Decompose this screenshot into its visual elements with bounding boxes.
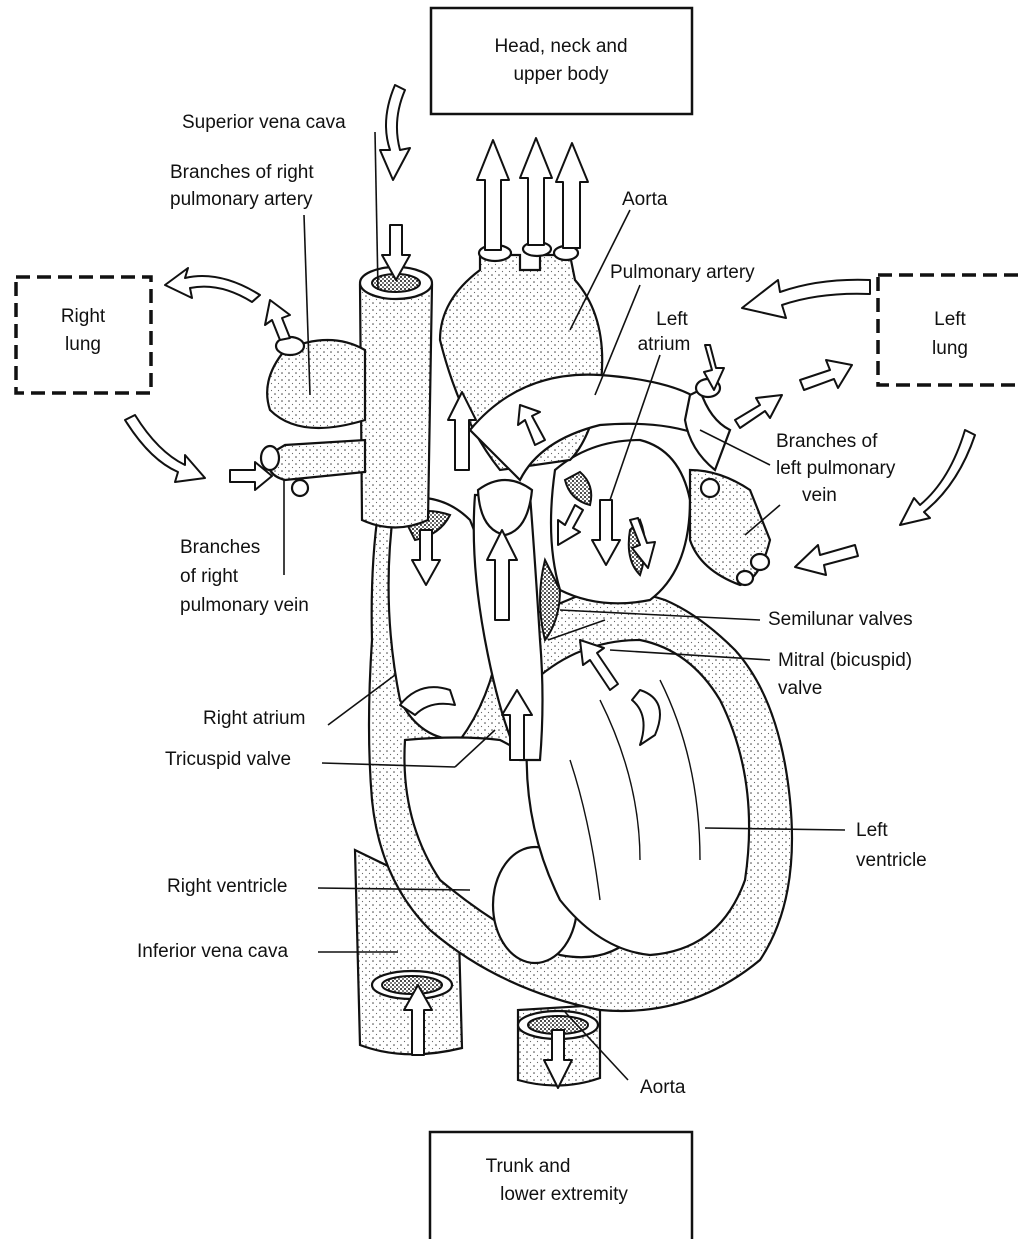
label-branches-left-pv-3: vein (802, 485, 837, 506)
label-superior-vena-cava: Superior vena cava (182, 112, 346, 133)
arrow-up-head-2 (520, 138, 552, 245)
trunk-label-line1: Trunk and (486, 1156, 571, 1177)
arrow-svc-incoming (380, 85, 410, 180)
label-inferior-vena-cava: Inferior vena cava (137, 941, 288, 962)
lpv-end-2 (751, 554, 769, 570)
arrow-from-left-lung-top (742, 280, 870, 318)
superior-vena-cava-shape (360, 285, 432, 528)
label-pulmonary-artery: Pulmonary artery (610, 262, 755, 283)
label-left-atrium-1: Left (656, 309, 688, 330)
rpv-end-2 (292, 480, 308, 496)
label-left-ventricle-2: ventricle (856, 850, 927, 871)
trunk-box: Trunk and lower extremity (430, 1132, 692, 1239)
lead-superior-vena-cava (375, 132, 378, 290)
left-lung-box: Left lung (878, 275, 1018, 385)
label-branches-right-pv-1: Branches (180, 537, 260, 558)
arrow-out-rpa (265, 300, 290, 340)
left-pulmonary-artery (685, 390, 730, 470)
label-tricuspid-valve: Tricuspid valve (165, 749, 291, 770)
rpv-end-1 (261, 446, 279, 470)
arrow-to-left-lung (800, 360, 852, 390)
label-right-ventricle: Right ventricle (167, 876, 287, 897)
lpv-end-3 (737, 571, 753, 585)
arrow-up-head-1 (477, 140, 509, 250)
arrow-out-lpa (735, 395, 782, 428)
head-label-line1: Head, neck and (494, 36, 627, 57)
arrow-from-left-lung-bottom (900, 430, 975, 525)
head-label-line2: upper body (513, 64, 609, 85)
right-pulmonary-vein-branches (268, 440, 365, 480)
left-lung-label-line1: Left (934, 309, 966, 330)
label-left-ventricle-1: Left (856, 820, 888, 841)
label-mitral-valve-1: Mitral (bicuspid) (778, 650, 912, 671)
label-branches-left-pv-2: left pulmonary (776, 458, 896, 479)
label-left-atrium-2: atrium (638, 334, 691, 355)
label-aorta-bottom: Aorta (640, 1077, 686, 1098)
left-lung-label-line2: lung (932, 338, 968, 359)
right-lung-label-line2: lung (65, 334, 101, 355)
label-branches-right-pv-3: pulmonary vein (180, 595, 309, 616)
label-branches-right-pv-2: of right (180, 566, 239, 587)
ivc-lumen (382, 976, 442, 994)
label-branches-right-pa-1: Branches of right (170, 162, 314, 183)
label-semilunar-valves: Semilunar valves (768, 609, 913, 630)
right-lung-box: Right lung (16, 277, 151, 393)
arrow-to-right-lung (165, 268, 260, 302)
label-aorta-top: Aorta (622, 189, 668, 210)
arrow-into-left-pv (795, 545, 858, 575)
right-lung-label-line1: Right (61, 306, 106, 327)
arrow-up-head-3 (556, 143, 588, 248)
label-branches-right-pa-2: pulmonary artery (170, 189, 313, 210)
lpv-end-1 (701, 479, 719, 497)
trunk-label-line2: lower extremity (500, 1184, 628, 1205)
label-mitral-valve-2: valve (778, 678, 822, 699)
head-neck-box: Head, neck and upper body (431, 8, 692, 114)
arrow-from-right-lung (125, 415, 205, 482)
label-right-atrium: Right atrium (203, 708, 305, 729)
label-branches-left-pv-1: Branches of (776, 431, 878, 452)
